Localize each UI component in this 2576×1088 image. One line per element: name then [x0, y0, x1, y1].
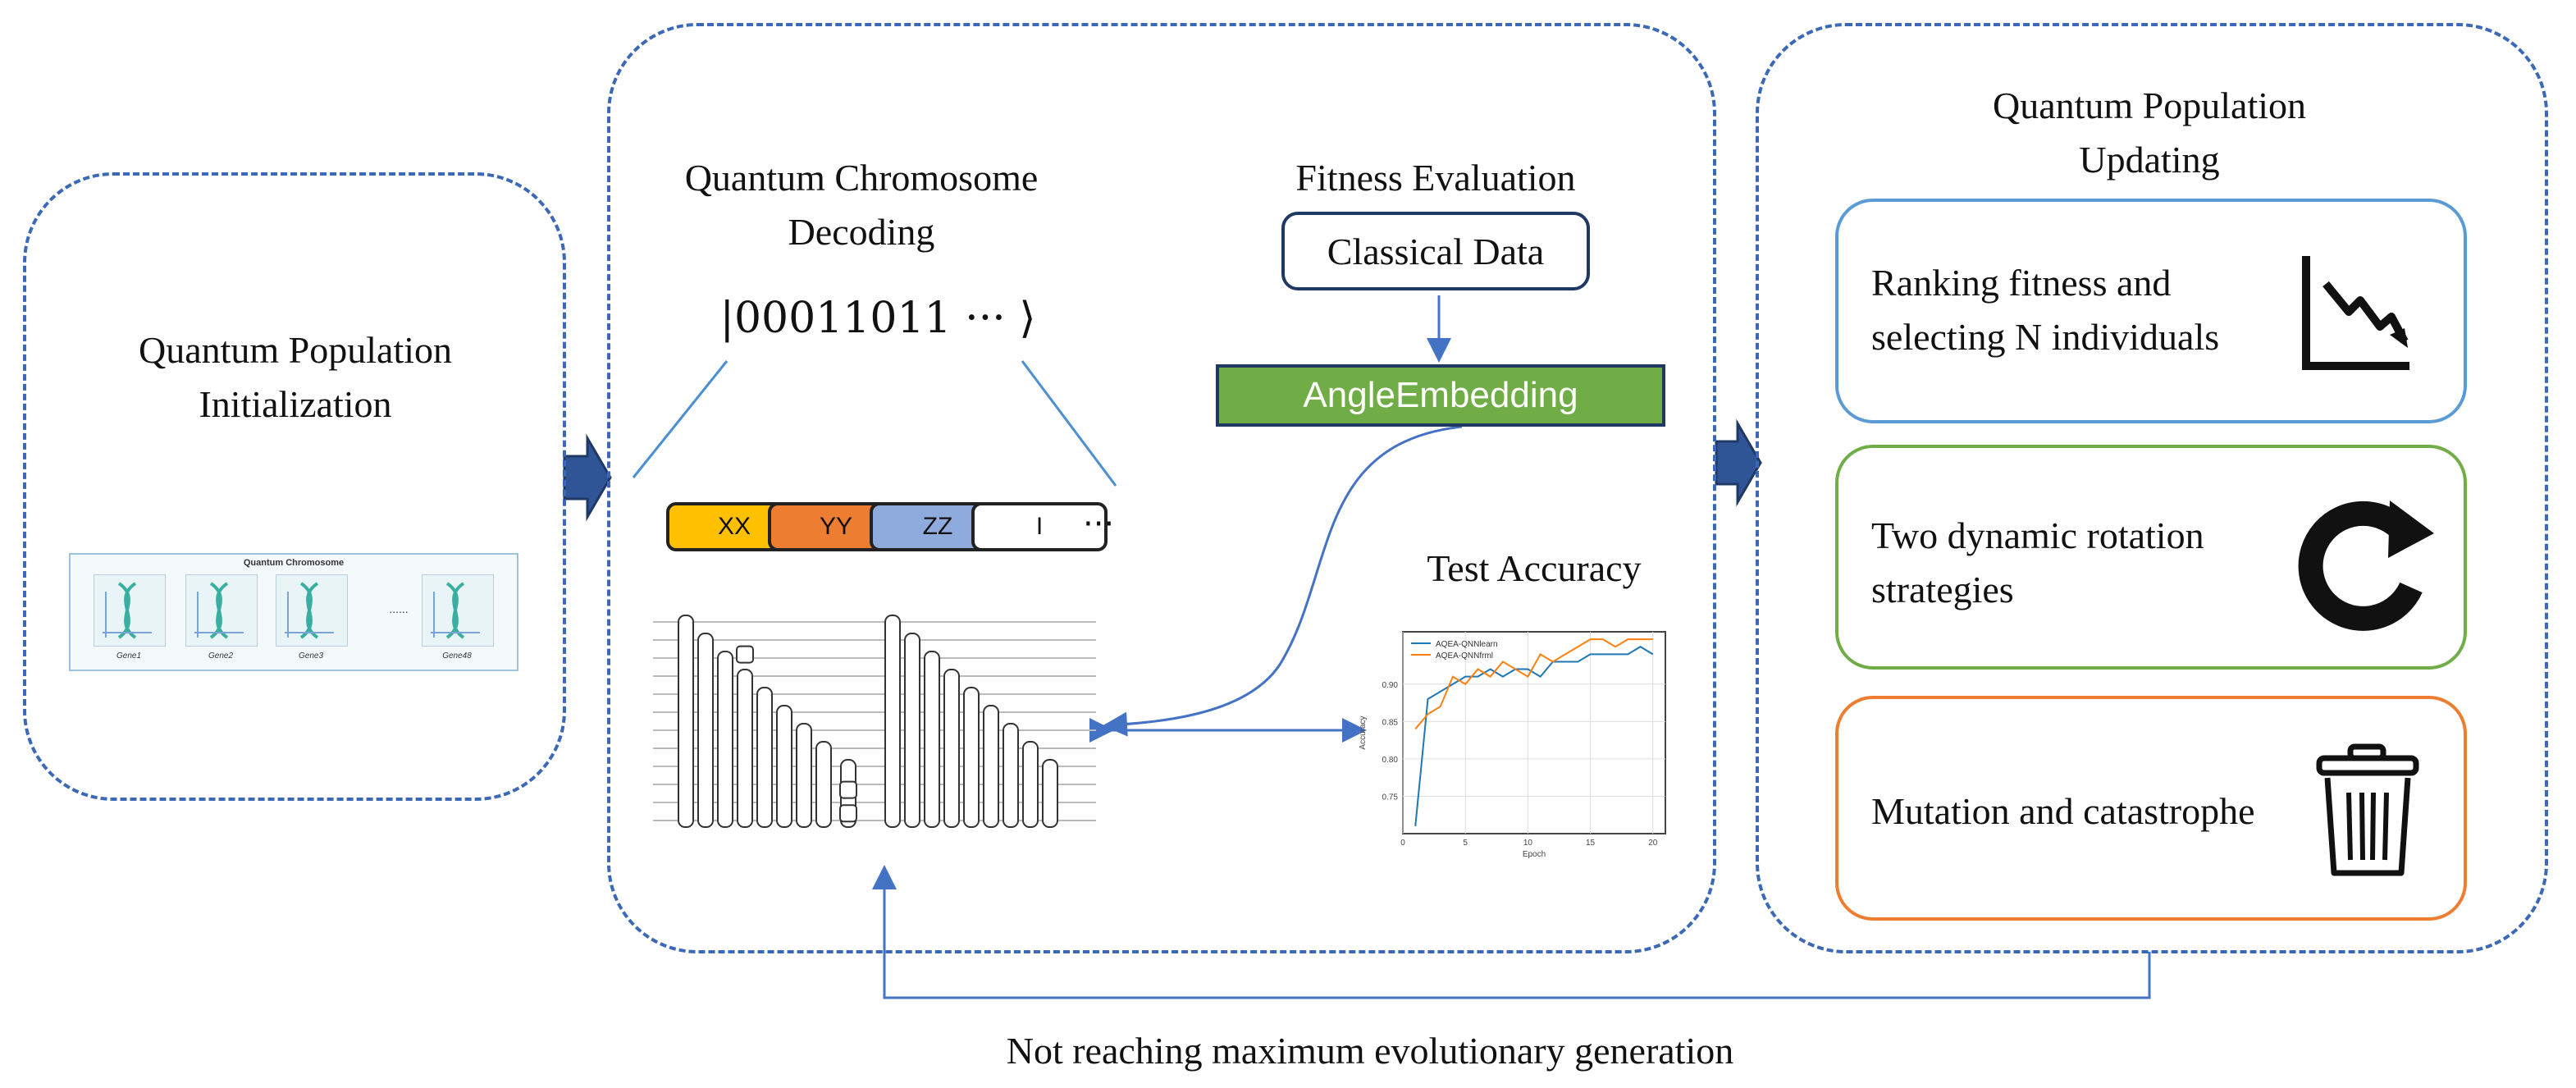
gene-label-48: Gene48	[442, 651, 472, 661]
gene-label-3: Gene3	[298, 651, 324, 661]
circuit-gate	[924, 651, 940, 828]
dna-icon	[285, 582, 334, 639]
dna-icon	[194, 582, 244, 639]
declining-chart-icon	[2302, 256, 2409, 370]
circuit-gate	[943, 669, 960, 828]
gene-label-2: Gene2	[208, 651, 234, 661]
quantum-circuit-diagram	[653, 615, 1096, 828]
circuit-gate	[904, 633, 920, 828]
chart-series-line-2	[1414, 638, 1653, 730]
circuit-single-gate	[839, 804, 857, 823]
init-panel	[23, 172, 566, 801]
decode-fitness-panel	[607, 23, 1716, 953]
gene-thumb-1	[94, 574, 166, 647]
fitness-title: Fitness Evaluation	[1295, 157, 1576, 199]
card-ranking-text: Ranking fitness and selecting N individu…	[1871, 262, 2220, 358]
card-mutation: Mutation and catastrophe	[1835, 696, 2467, 921]
chart-xtick-label: 10	[1523, 839, 1533, 848]
ket-fan-right	[1021, 360, 1117, 487]
card-ranking: Ranking fitness and selecting N individu…	[1835, 199, 2467, 423]
chart-xtick-label: 5	[1463, 839, 1468, 848]
gene-label-1: Gene1	[116, 651, 142, 661]
dna-icon	[431, 582, 480, 639]
circuit-single-gate	[736, 645, 754, 664]
test-accuracy-title: Test Accuracy	[1427, 547, 1642, 589]
chart-ytick-label: 0.80	[1382, 756, 1399, 765]
angle-embedding-box: AngleEmbedding	[1216, 364, 1665, 427]
circuit-gate	[776, 705, 792, 828]
chart-xlabel: Epoch	[1523, 850, 1546, 859]
chart-ytick-label: 0.75	[1382, 793, 1399, 802]
circuit-gate	[678, 615, 694, 828]
loop-back-arrow	[872, 865, 2151, 999]
circuit-single-gate	[839, 780, 857, 799]
chart-ylabel: Accuracy	[1359, 715, 1368, 749]
decode-title: Quantum Chromosome Decoding	[684, 157, 1039, 253]
circuit-gate	[737, 669, 753, 828]
card-rotation: Two dynamic rotation strategies	[1835, 445, 2467, 670]
ket-fan-left	[632, 360, 728, 478]
chart-xtick-label: 0	[1400, 839, 1405, 848]
circuit-gate	[963, 687, 980, 828]
circuit-gate	[1022, 741, 1039, 828]
chart-ytick-label: 0.90	[1382, 681, 1399, 690]
ket-state: |00011011 ··· ⟩	[719, 294, 1036, 343]
classical-data-label: Classical Data	[1327, 230, 1545, 272]
rotate-arrow-icon	[2298, 501, 2434, 631]
card-rotation-text: Two dynamic rotation strategies	[1871, 514, 2204, 610]
gate-i: I	[971, 502, 1108, 551]
block-arrow-init-to-decode	[563, 433, 612, 522]
circuit-gate	[1003, 723, 1019, 828]
chart-xtick-label: 15	[1586, 839, 1596, 848]
chart-legend-label: AQEA-QNNlearn	[1436, 640, 1498, 649]
update-panel	[1756, 23, 2548, 953]
gates-more-ellipsis: ···	[1083, 505, 1115, 543]
embedding-to-circuit-arrow	[1103, 425, 1463, 737]
circuit-gate	[697, 633, 714, 828]
chart-plot-area	[1402, 631, 1666, 834]
circuit-gate	[756, 687, 773, 828]
gene-thumb-48	[422, 574, 494, 647]
chart-legend-label: AQEA-QNNfrml	[1436, 651, 1493, 661]
circuit-gate	[717, 651, 733, 828]
gene-thumb-3	[276, 574, 348, 647]
chromosome-thumbnail: Quantum Chromosome Gene1 Gene2 Gene3 ...…	[69, 553, 518, 671]
chart-ytick-label: 0.85	[1382, 718, 1399, 727]
circuit-gate	[815, 741, 832, 828]
loop-label: Not reaching maximum evolutionary genera…	[1006, 1030, 1734, 1072]
gene-ellipsis: ......	[389, 602, 409, 615]
circuit-gate	[796, 723, 812, 828]
card-mutation-text: Mutation and catastrophe	[1871, 790, 2255, 832]
circuit-gate	[983, 705, 999, 828]
circuit-gate	[884, 615, 901, 828]
chart-xtick-label: 20	[1648, 839, 1658, 848]
update-title: Quantum Population Updating	[1992, 85, 2307, 181]
block-arrow-decode-to-update	[1715, 418, 1762, 507]
circuit-gate	[1042, 759, 1058, 828]
trash-can-icon	[2316, 743, 2419, 876]
chromosome-thumbnail-title: Quantum Chromosome	[243, 558, 345, 568]
gene-thumb-2	[185, 574, 258, 647]
init-title: Quantum Population Initialization	[138, 329, 453, 425]
classical-data-box: Classical Data	[1281, 212, 1590, 290]
angle-embedding-label: AngleEmbedding	[1303, 375, 1578, 415]
chart-series-line-1	[1414, 646, 1654, 826]
dna-icon	[103, 582, 152, 639]
